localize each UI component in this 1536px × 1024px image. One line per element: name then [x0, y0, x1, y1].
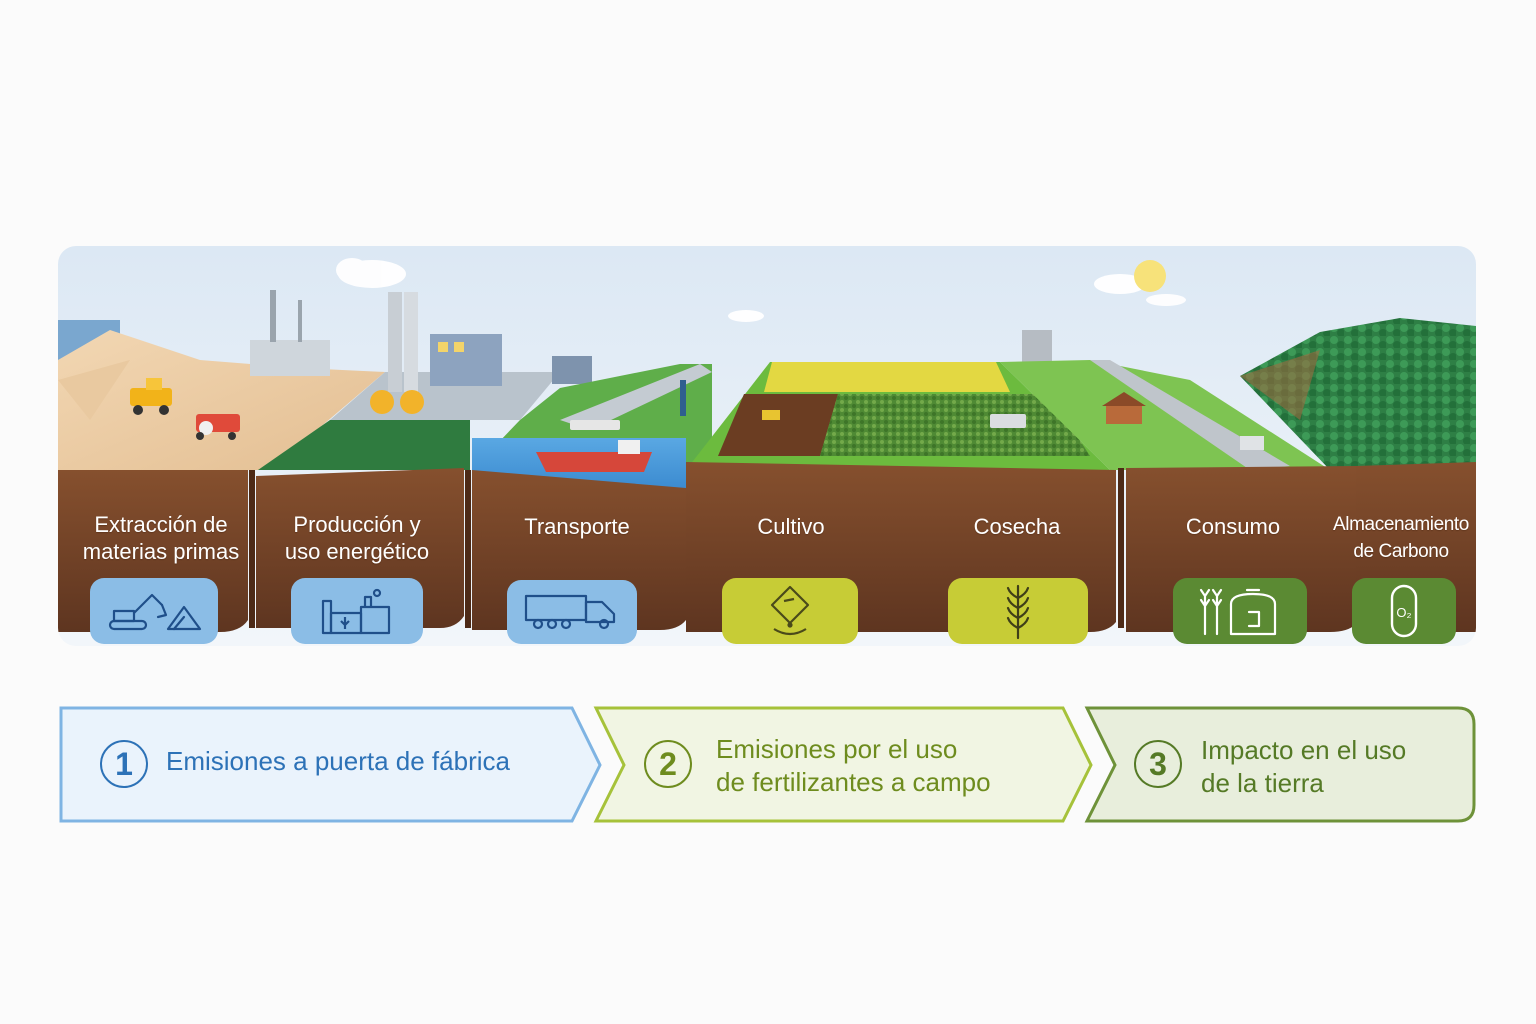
step-line: de la tierra	[1201, 768, 1324, 798]
stage-label-consumo: Consumo	[1138, 513, 1328, 540]
step-arrow-3	[1084, 706, 1476, 823]
stage-label-line: Consumo	[1185, 514, 1281, 539]
step-arrow-2	[593, 706, 1093, 823]
forest-scene	[1240, 318, 1476, 470]
step-line: de fertilizantes a campo	[716, 767, 991, 797]
stage-label-almacenamiento: Almacenamiento de Carbono	[1326, 511, 1476, 565]
stage-label-cosecha: Cosecha	[922, 513, 1112, 540]
sun-icon	[1134, 260, 1166, 292]
carbon-capsule-icon: O₂	[1390, 584, 1418, 638]
step-number-1: 1	[100, 740, 148, 788]
truck-icon	[524, 594, 616, 630]
oxygen-label: O₂	[1396, 605, 1411, 620]
badge-almacenamiento: O₂	[1352, 578, 1456, 644]
step-number-3: 3	[1134, 740, 1182, 788]
quarry-scene	[58, 320, 385, 470]
stage-label-line: de Carbono	[1353, 541, 1449, 562]
step-line: Emisiones a puerta de fábrica	[166, 746, 510, 776]
stage-label-line: Cosecha	[973, 514, 1061, 539]
step-line: Emisiones por el uso	[716, 734, 958, 764]
step-number-2: 2	[644, 740, 692, 788]
step-text-1: Emisiones a puerta de fábrica	[166, 745, 510, 778]
stage-label-produccion: Producción y uso energético	[262, 511, 452, 565]
stage-label-extraccion: Extracción de materias primas	[66, 511, 256, 565]
factory-scene	[250, 290, 592, 470]
stage-label-line: Cultivo	[757, 514, 825, 539]
step-arrow-1	[59, 706, 602, 823]
stage-label-transporte: Transporte	[482, 513, 672, 540]
stage-label-line: Almacenamiento	[1333, 514, 1469, 535]
factory-icon	[321, 588, 391, 635]
badge-cosecha	[948, 578, 1088, 644]
stage-label-line: materias primas	[82, 539, 240, 564]
step-line: Impacto en el uso	[1201, 735, 1407, 765]
stage-label-cultivo: Cultivo	[696, 513, 886, 540]
stage-label-line: uso energético	[284, 539, 430, 564]
badge-consumo	[1173, 578, 1307, 644]
rural-scene	[1000, 360, 1330, 470]
badge-produccion	[291, 578, 423, 644]
grain-silo-icon	[1199, 588, 1277, 636]
fertilizer-seed-icon	[770, 585, 810, 636]
wheat-icon	[1006, 584, 1030, 640]
stage-label-line: Transporte	[524, 514, 630, 539]
badge-cultivo	[722, 578, 858, 644]
step-text-3: Impacto en el uso de la tierra	[1201, 734, 1406, 800]
stage-label-line: Producción y	[293, 512, 421, 537]
excavator-icon	[108, 593, 202, 631]
badge-transporte	[507, 580, 637, 644]
badge-extraccion	[90, 578, 218, 644]
stage-label-line: Extracción de	[94, 512, 228, 537]
step-text-2: Emisiones por el uso de fertilizantes a …	[716, 733, 991, 799]
farm-fields-scene	[686, 330, 1110, 470]
clouds	[336, 258, 1186, 322]
